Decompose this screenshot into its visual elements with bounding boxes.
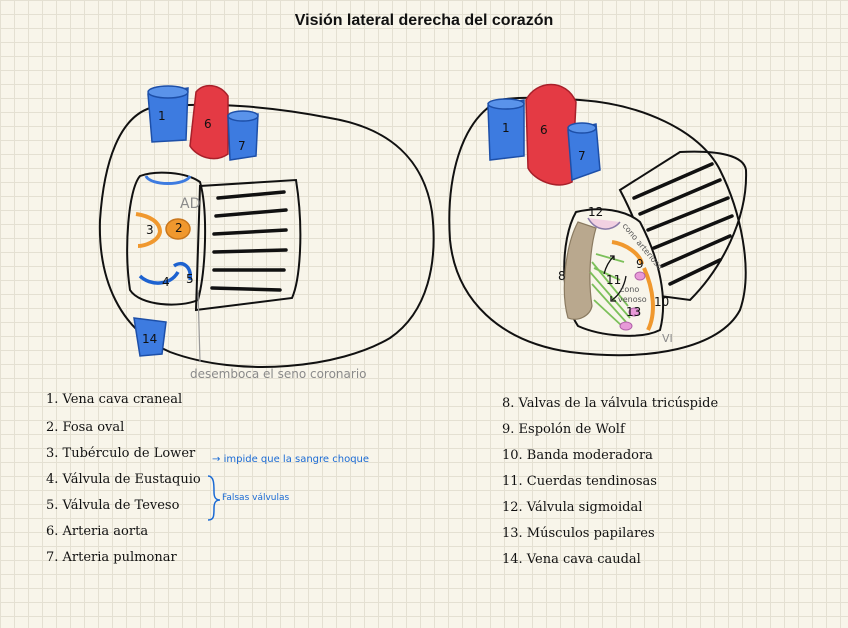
cuerdas-tendinosas — [589, 253, 631, 327]
left-ventricle-stripes — [210, 190, 288, 292]
left-label-14: 14 — [142, 332, 157, 346]
fosa-oval — [165, 218, 191, 240]
right-label-7: 7 — [578, 149, 586, 163]
right-vessel-7-top — [567, 122, 597, 134]
right-label-cono-venoso-2: venoso — [618, 295, 647, 304]
right-arrow-icon: → — [212, 454, 221, 465]
legend-right-item-8: 8. Valvas de la válvula tricúspide — [502, 396, 719, 411]
lower-note-text: impide que la sangre choque — [223, 454, 370, 465]
left-heart-outline — [98, 103, 435, 368]
left-atrium-top-blue — [144, 175, 192, 185]
legend-left-item-6: 6. Arteria aorta — [46, 524, 149, 539]
right-label-cono-venoso-1: cono — [620, 285, 639, 294]
falsas-valvulas-note: Falsas válvulas — [222, 493, 290, 503]
right-label-10: 10 — [654, 295, 669, 309]
right-flap-stripes — [632, 162, 734, 286]
legend-right-item-9: 9. Espolón de Wolf — [502, 422, 625, 437]
right-label-6: 6 — [540, 123, 548, 137]
legend-right-item-11: 11. Cuerdas tendinosas — [502, 474, 657, 489]
legend-left-item-4: 4. Válvula de Eustaquio — [46, 472, 201, 487]
legend-left-item-5: 5. Válvula de Teveso — [46, 498, 180, 513]
banda-moderadora — [642, 267, 655, 331]
caption-pointer-line — [197, 289, 201, 363]
musculos-papilares — [619, 271, 646, 331]
left-label-6: 6 — [204, 117, 212, 131]
right-label-11: 11 — [606, 273, 621, 287]
valvula-teveso — [172, 261, 192, 281]
falsas-valvulas-brace — [207, 475, 221, 521]
legend-left-item-1: 1. Vena cava craneal — [46, 392, 183, 407]
left-vessel-6-aorta — [189, 84, 229, 160]
valvas-tricuspide — [563, 221, 597, 320]
legend-right-item-10: 10. Banda moderadora — [502, 448, 653, 463]
left-heart-diagram: 1 6 7 2 3 4 5 14 AD desemboca el seno co… — [98, 84, 435, 381]
left-label-5: 5 — [186, 272, 194, 286]
valvula-sigmoidal — [587, 217, 621, 230]
right-label-8: 8 — [558, 269, 566, 283]
right-label-13: 13 — [626, 305, 641, 319]
right-heart-outline — [448, 96, 747, 357]
left-vessel-7-top — [227, 110, 259, 122]
lower-note: → impide que la sangre choque — [212, 454, 369, 465]
legend-right-item-12: 12. Válvula sigmoidal — [502, 500, 643, 515]
left-caption: desemboca el seno coronario — [190, 367, 367, 381]
left-label-4: 4 — [162, 275, 170, 289]
left-ventricle-block — [194, 178, 302, 312]
left-vessel-14-vena-cava-caudal — [133, 317, 167, 357]
legend-right-item-13: 13. Músculos papilares — [502, 526, 655, 541]
page-title: Visión lateral derecha del corazón — [294, 12, 554, 29]
legend-right-item-14: 14. Vena cava caudal — [502, 552, 641, 567]
espolon-wolf — [611, 240, 644, 265]
right-vessel-1-top — [487, 98, 525, 110]
right-label-9: 9 — [636, 257, 644, 271]
legend-left-item-7: 7. Arteria pulmonar — [46, 550, 177, 565]
left-label-3: 3 — [146, 223, 154, 237]
right-label-1: 1 — [502, 121, 510, 135]
left-label-1: 1 — [158, 109, 166, 123]
left-vessel-1-top — [147, 85, 189, 99]
right-heart-diagram: 1 6 7 8 9 10 11 12 13 cono arterioso con… — [448, 83, 748, 357]
legend-left-item-2: 2. Fosa oval — [46, 420, 125, 435]
valvula-eustaquio — [138, 270, 180, 285]
left-label-7: 7 — [238, 139, 246, 153]
left-label-ad: AD — [180, 196, 200, 212]
left-label-2: 2 — [175, 221, 183, 235]
legend-left-item-3: 3. Tubérculo de Lower — [46, 446, 196, 461]
tuberculo-lower — [135, 212, 163, 248]
right-label-vi: VI — [662, 332, 673, 345]
right-label-12: 12 — [588, 205, 603, 219]
flow-arrows — [603, 255, 627, 302]
